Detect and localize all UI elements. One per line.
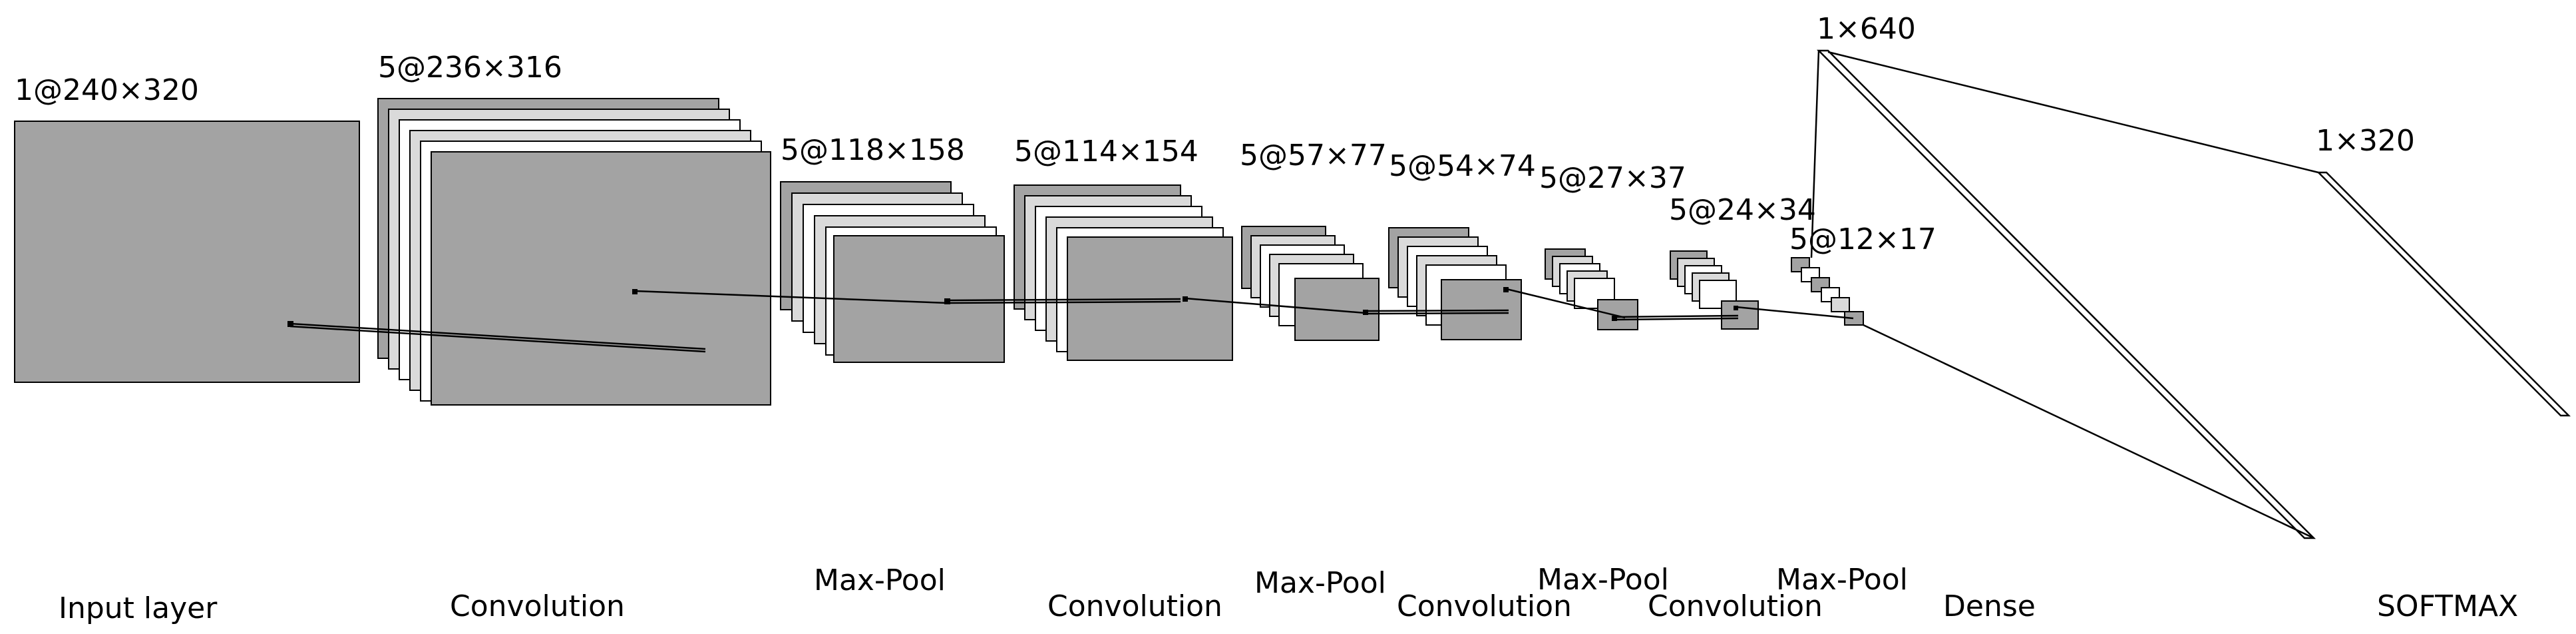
dim-label-conv2: 5@114×154: [1014, 135, 1198, 168]
layer-label-conv2: Convolution: [1047, 589, 1222, 623]
layer-label-conv4: Convolution: [1648, 589, 1823, 623]
conv1-block: [377, 98, 771, 406]
dim-label-pool4: 5@12×17: [1789, 222, 1936, 256]
layer-label-dense: Dense: [1943, 589, 2036, 623]
dim-label-dense: 1×640: [1817, 12, 1916, 46]
softmax-block: [2316, 171, 2571, 417]
dim-label-pool1: 5@118×158: [781, 133, 965, 167]
dim-label-pool2: 5@57×77: [1240, 139, 1387, 172]
conv3-block: [1388, 227, 1522, 340]
dim-label-conv1: 5@236×316: [378, 51, 562, 85]
layer-label-pool3: Max-Pool: [1537, 563, 1669, 597]
pool1-block: [780, 181, 1005, 363]
dim-label-input: 1@240×320: [15, 73, 199, 107]
dim-label-conv3: 5@54×74: [1389, 149, 1536, 183]
conv4-block: [1670, 250, 1759, 330]
layer-label-pool2: Max-Pool: [1254, 566, 1386, 600]
dim-label-pool3: 5@27×37: [1539, 161, 1686, 195]
dim-label-softmax: 1×320: [2316, 124, 2415, 158]
layer-label-conv3: Convolution: [1397, 589, 1572, 623]
layer-label-input: Input layer: [59, 591, 218, 625]
pool3-block: [1545, 248, 1638, 330]
layer-label-softmax: SOFTMAX: [2377, 589, 2518, 623]
kernel-connections: [287, 287, 1854, 353]
conv2-block: [1013, 184, 1233, 361]
pool4-block: [1791, 257, 1864, 326]
layer-label-pool4: Max-Pool: [1776, 563, 1908, 597]
pool2-block: [1241, 226, 1380, 341]
input-layer-block: [14, 121, 360, 383]
dense-block: [1810, 49, 2319, 539]
layer-label-pool1: Max-Pool: [814, 563, 946, 597]
layer-label-conv1: Convolution: [450, 589, 625, 623]
dim-label-conv4: 5@24×34: [1669, 193, 1816, 227]
